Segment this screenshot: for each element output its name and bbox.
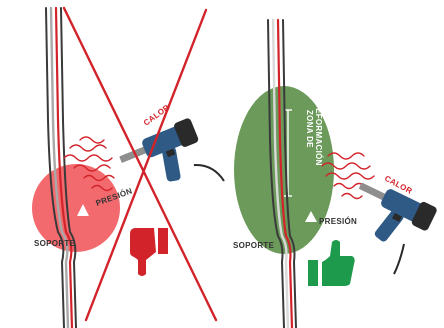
deformation-zone	[234, 86, 334, 254]
thumbs-down-icon	[130, 228, 168, 276]
cross-out-mark	[62, 6, 218, 322]
right-support-label: SOPORTE	[233, 241, 275, 250]
svg-text:DEFORMACIÓN: DEFORMACIÓN	[314, 102, 323, 166]
thumbs-up-icon	[308, 240, 355, 286]
right-pressure-label: PRESIÓN	[319, 217, 357, 226]
left-support-label: SOPORTE	[34, 239, 76, 248]
zone-label: ZONA DE DEFORMACIÓN	[305, 102, 323, 166]
left-heat-waves	[63, 136, 115, 192]
left-pressure-arrow	[77, 204, 89, 216]
left-heat-label: CALOR	[142, 103, 172, 128]
left-cable-bundle	[45, 6, 77, 328]
right-cable-bundle	[267, 18, 297, 328]
right-panel: ZONA DE DEFORMACIÓN	[233, 18, 437, 328]
right-pressure-arrow	[305, 211, 317, 222]
svg-text:ZONA DE: ZONA DE	[305, 110, 314, 148]
right-heat-gun-cord	[393, 243, 405, 275]
right-heat-gun	[359, 182, 437, 242]
right-heat-waves	[321, 152, 375, 200]
left-panel: CALOR PRESIÓN SOPORTE	[32, 6, 225, 328]
